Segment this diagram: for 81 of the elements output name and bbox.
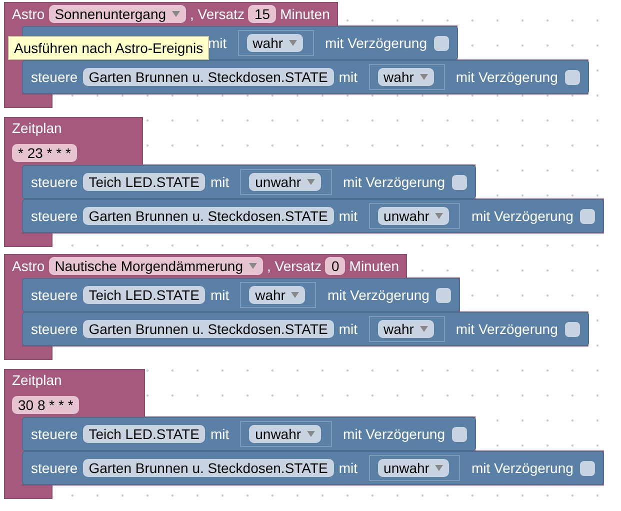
checkbox (580, 208, 596, 224)
text-field: Teich LED.STATE (82, 173, 206, 191)
statement-block (22, 312, 589, 346)
dropdown-field (378, 459, 450, 477)
block-label: steuere (31, 174, 78, 190)
field-value: wahr (384, 321, 414, 337)
dropdown-field (249, 425, 322, 443)
text-field: Teich LED.STATE (82, 286, 206, 304)
dropdown-field (246, 34, 304, 52)
dropdown-field (48, 257, 264, 275)
block-label: Minuten (280, 6, 330, 22)
block-label: Minuten (349, 258, 400, 274)
block-label: mit (210, 174, 230, 190)
field-value: Nautische Morgendämmerung (54, 258, 244, 274)
text-field: 0 (325, 257, 346, 275)
text-field: Garten Brunnen u. Steckdosen.STATE (82, 459, 334, 477)
block-label: mit Verzögerung (471, 460, 574, 476)
event-block (4, 369, 604, 499)
checkbox (564, 70, 580, 84)
checkbox (452, 426, 467, 442)
block-label: mit Verzögerung (471, 208, 574, 224)
field-value: unwahr (384, 460, 430, 476)
checkbox (436, 288, 452, 302)
block-label: Astro (12, 6, 45, 22)
statement-block (22, 278, 460, 312)
block-label: steuere (31, 460, 78, 476)
block-label: mit Verzögerung (325, 35, 427, 51)
field-value: wahr (252, 35, 284, 51)
event-block (4, 254, 589, 360)
text-field: Garten Brunnen u. Steckdosen.STATE (82, 320, 334, 338)
block-label: mit Verzögerung (343, 174, 445, 190)
block-label: mit (210, 426, 230, 442)
field-value: unwahr (255, 426, 302, 442)
block-label: mit (338, 321, 358, 337)
text-field: 30 8 * * * (12, 396, 80, 414)
block-label: steuere (31, 426, 78, 442)
text-field: Garten Brunnen u. Steckdosen.STATE (82, 207, 334, 225)
block-label: Zeitplan (12, 372, 62, 388)
field-value: unwahr (384, 208, 430, 224)
checkbox (564, 322, 580, 336)
block-label: , Versatz (267, 258, 322, 274)
block-label: mit (210, 287, 230, 303)
block-label: steuere (31, 287, 78, 303)
text-field: Teich LED.STATE (82, 425, 206, 443)
field-value: unwahr (255, 174, 302, 190)
text-field: 15 (248, 5, 276, 23)
dropdown-field (249, 173, 322, 191)
statement-block (22, 451, 604, 485)
field-value: wahr (384, 69, 414, 85)
event-block (4, 2, 589, 108)
block-label: steuere (31, 321, 78, 337)
field-value: wahr (255, 287, 286, 303)
statement-block (22, 417, 476, 451)
statement-block (22, 199, 604, 233)
statement-block (22, 165, 476, 199)
dropdown-field (378, 320, 434, 338)
block-label: mit (338, 69, 358, 85)
field-value: Sonnenuntergang (54, 6, 166, 22)
block-label: Astro (12, 258, 45, 274)
checkbox (434, 36, 449, 50)
block-label: mit Verzögerung (456, 321, 558, 337)
dropdown-field (48, 5, 186, 23)
statement-block (22, 60, 589, 94)
block-label: mit Verzögerung (456, 69, 558, 85)
checkbox (580, 460, 596, 476)
block-label: steuere (31, 69, 78, 85)
block-label: mit (338, 460, 358, 476)
block-label: Zeitplan (12, 120, 62, 136)
block-label: mit (208, 35, 227, 51)
dropdown-field (378, 207, 450, 225)
text-field: * 23 * * * (12, 144, 77, 162)
block-label: mit (338, 208, 358, 224)
block-label: , Versatz (190, 6, 244, 22)
block-label: mit Verzögerung (343, 426, 445, 442)
checkbox (452, 174, 467, 190)
dropdown-field (378, 68, 434, 86)
block-label: steuere (31, 208, 78, 224)
dropdown-field (249, 286, 306, 304)
block-label: mit Verzögerung (327, 287, 430, 303)
event-block (4, 117, 604, 247)
text-field: Garten Brunnen u. Steckdosen.STATE (82, 68, 334, 86)
